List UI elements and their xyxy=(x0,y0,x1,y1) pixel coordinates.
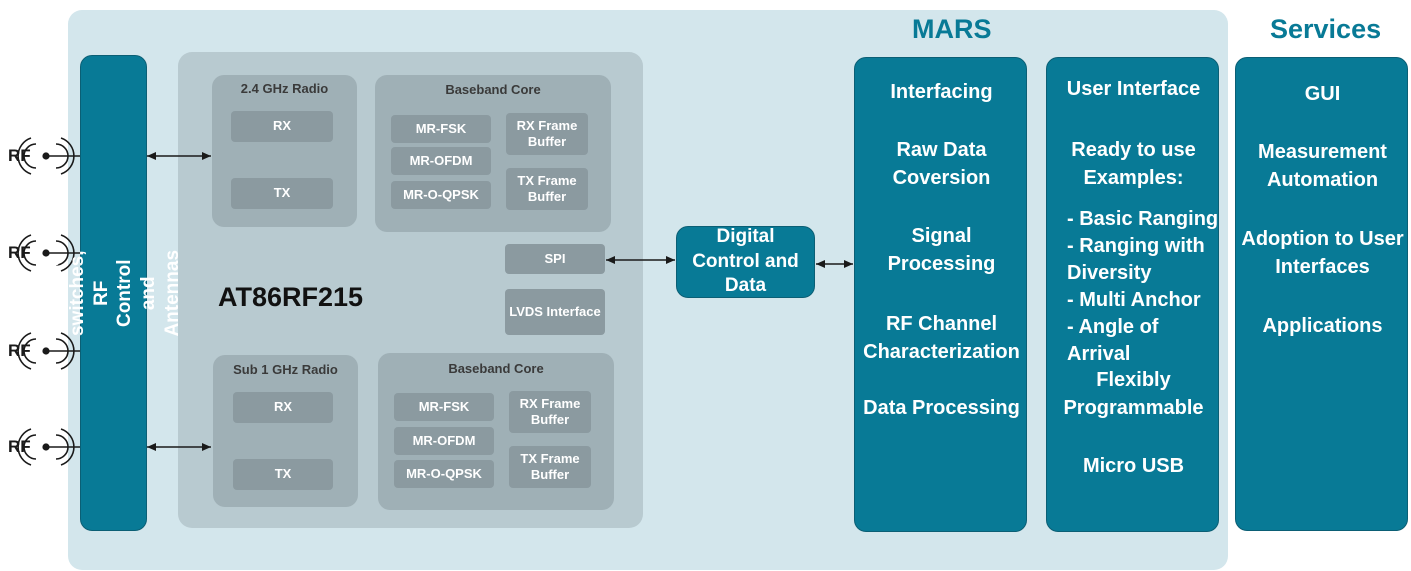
rf-antenna-icon xyxy=(17,332,80,370)
rf-antenna-icon xyxy=(17,234,80,272)
example-item: - Ranging with Diversity xyxy=(1067,235,1205,284)
baseband-core-top-title: Baseband Core xyxy=(445,82,541,97)
services-column: GUI Measurement Automation Adoption to U… xyxy=(1235,57,1408,531)
rf-label: RF xyxy=(8,146,31,165)
mr-ofdm-block: MR-OFDM xyxy=(394,427,494,455)
antenna-switches-bar: Antenna switches, RF Control and Antenna… xyxy=(43,55,183,531)
spi-block: SPI xyxy=(505,244,605,274)
radio-sub1ghz-title: Sub 1 GHz Radio xyxy=(233,362,338,377)
rf-label: RF xyxy=(8,437,31,456)
services-header: Services xyxy=(1270,14,1382,44)
mr-oqpsk-block: MR-O-QPSK xyxy=(391,181,491,209)
baseband-core-bottom-title: Baseband Core xyxy=(448,361,544,376)
mars-header: MARS xyxy=(912,14,992,44)
chip-name: AT86RF215 xyxy=(218,282,364,312)
flexibly-programmable-item: Flexibly Programmable xyxy=(1063,369,1204,419)
baseband-core-bottom-panel: Baseband Core MR-FSK MR-OFDM MR-O-QPSK R… xyxy=(378,353,614,510)
lvds-interface-block: LVDS Interface xyxy=(505,289,605,335)
rx-frame-buffer-block: RX Frame Buffer xyxy=(506,113,588,155)
radio-24ghz-tx: TX xyxy=(231,178,333,209)
radio-24ghz-panel: 2.4 GHz Radio RX TX xyxy=(212,75,357,227)
adoption-item: Adoption to User Interfaces xyxy=(1241,228,1404,278)
rf-antenna-icon xyxy=(17,137,80,175)
raw-data-item: Raw Data Coversion xyxy=(892,139,991,189)
mars-processing-column: Interfacing Raw Data Coversion Signal Pr… xyxy=(854,57,1027,532)
radio-sub1ghz-tx: TX xyxy=(233,459,333,490)
rf-label: RF xyxy=(8,243,31,262)
tx-frame-buffer-block: TX Frame Buffer xyxy=(509,446,591,488)
digital-control-box: Digital Control and Data xyxy=(676,226,815,298)
rf-label: RF xyxy=(8,341,31,360)
mars-user-interface-column: User Interface Ready to use Examples: - … xyxy=(1046,57,1219,532)
radio-sub1ghz-panel: Sub 1 GHz Radio RX TX xyxy=(213,355,358,507)
rx-frame-buffer-block: RX Frame Buffer xyxy=(509,391,591,433)
interfacing-item: Interfacing xyxy=(890,81,993,103)
baseband-core-top-panel: Baseband Core MR-FSK MR-OFDM MR-O-QPSK R… xyxy=(375,75,611,232)
radio-24ghz-title: 2.4 GHz Radio xyxy=(240,81,329,96)
radio-sub1ghz-rx: RX xyxy=(233,392,333,423)
examples-list: - Basic Ranging - Ranging with Diversity… xyxy=(1067,206,1220,368)
measurement-automation-item: Measurement Automation xyxy=(1258,141,1387,191)
antenna-switches-label: Antenna switches, RF Control and Antenna… xyxy=(43,249,184,337)
gui-item: GUI xyxy=(1304,83,1341,105)
user-interface-title: User Interface xyxy=(1066,78,1201,100)
examples-title: Ready to use Examples: xyxy=(1071,139,1196,189)
signal-processing-item: Signal Processing xyxy=(887,225,996,275)
mr-oqpsk-block: MR-O-QPSK xyxy=(394,460,494,488)
example-item: - Angle of Arrival xyxy=(1067,316,1159,365)
example-item: - Multi Anchor xyxy=(1067,289,1201,311)
rf-channel-item: RF Channel Characterization xyxy=(863,313,1020,363)
example-item: - Basic Ranging xyxy=(1067,208,1219,230)
radio-24ghz-rx: RX xyxy=(231,111,333,142)
micro-usb-item: Micro USB xyxy=(1082,455,1185,477)
mr-fsk-block: MR-FSK xyxy=(394,393,494,421)
rf-antenna-icon xyxy=(17,428,80,466)
mr-fsk-block: MR-FSK xyxy=(391,115,491,143)
data-processing-item: Data Processing xyxy=(863,397,1020,419)
applications-item: Applications xyxy=(1262,315,1383,337)
tx-frame-buffer-block: TX Frame Buffer xyxy=(506,168,588,210)
mr-ofdm-block: MR-OFDM xyxy=(391,147,491,175)
